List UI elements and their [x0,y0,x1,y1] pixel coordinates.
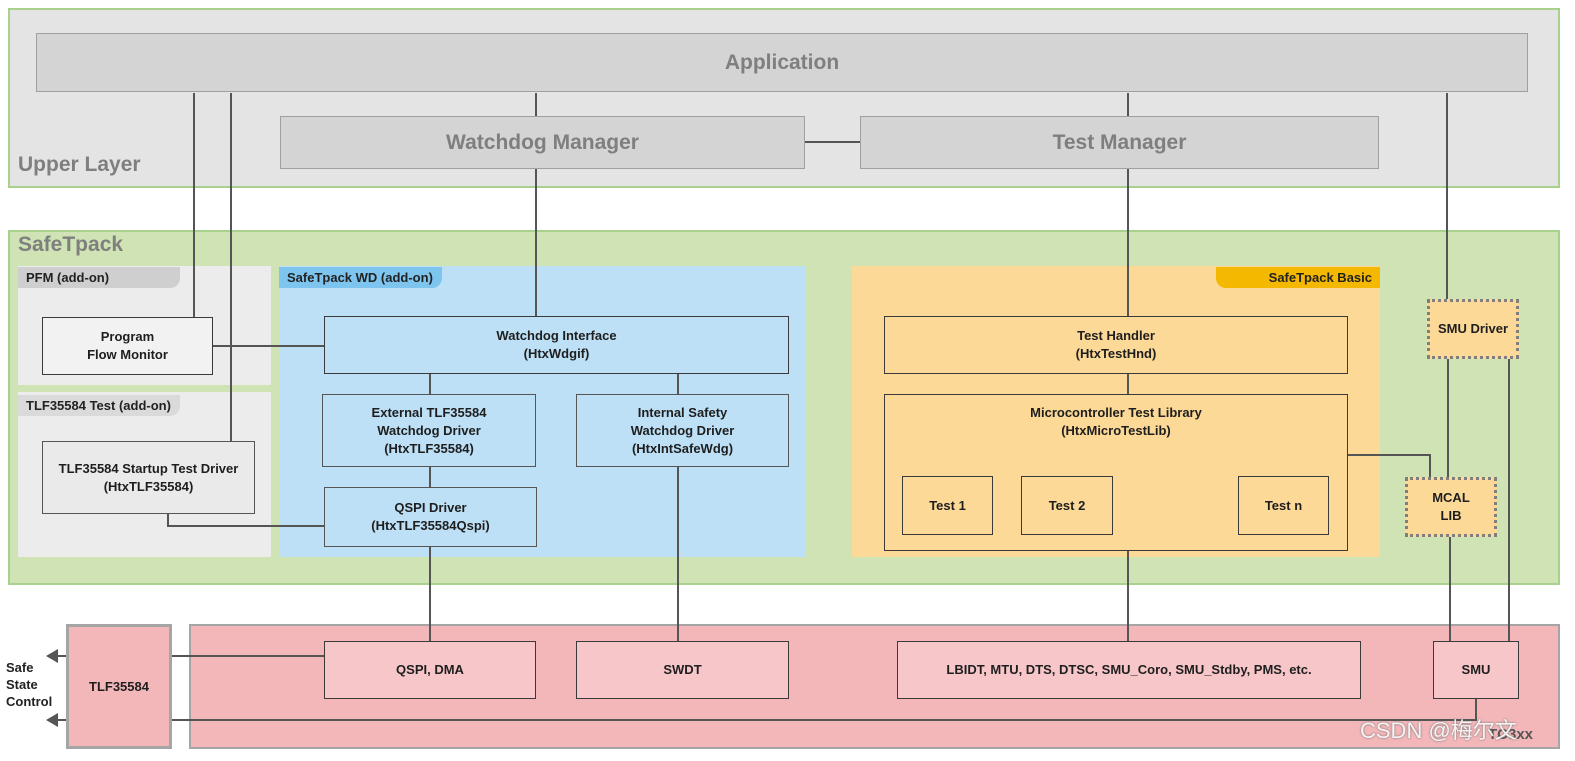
application-box: Application [36,33,1528,92]
test-manager-box: Test Manager [860,116,1379,169]
test-1-box: Test 1 [902,476,993,535]
safe-state-control-label: Safe State Control [6,660,53,709]
mcal-lib-box: MCAL LIB [1405,477,1497,537]
test-2-box: Test 2 [1021,476,1113,535]
csdn-watermark: CSDN @梅尔文 [1360,718,1517,743]
upper-layer-label: Upper Layer [18,153,141,176]
internal-watchdog-driver-box: Internal Safety Watchdog Driver (HtxIntS… [576,394,789,467]
arrow-safe-state-top [46,649,58,663]
qspi-dma-box: QSPI, DMA [324,641,536,699]
pfm-tab: PFM (add-on) [18,267,180,288]
tc3xx-label: TC3xx [1488,726,1534,743]
tlf-test-tab: TLF35584 Test (add-on) [18,395,180,416]
lbidt-peripherals-box: LBIDT, MTU, DTS, DTSC, SMU_Coro, SMU_Std… [897,641,1361,699]
safetpack-basic-tab: SafeTpack Basic [1216,267,1380,288]
test-handler-box: Test Handler (HtxTestHnd) [884,316,1348,374]
tlf35584-box: TLF35584 [66,624,172,749]
swdt-box: SWDT [576,641,789,699]
line-tlftest-qspi [167,514,324,527]
arrow-safe-state-bottom [46,713,58,727]
safetpack-wd-tab: SafeTpack WD (add-on) [279,267,442,288]
smu-box: SMU [1433,641,1519,699]
watchdog-interface-box: Watchdog Interface (HtxWdgif) [324,316,789,374]
test-n-box: Test n [1238,476,1329,535]
tlf-startup-test-driver-box: TLF35584 Startup Test Driver (HtxTLF3558… [42,441,255,514]
smu-driver-box: SMU Driver [1427,299,1519,359]
watchdog-manager-box: Watchdog Manager [280,116,805,169]
line-mtl-mcal [1348,454,1431,477]
safetpack-label: SafeTpack [18,233,124,256]
qspi-driver-box: QSPI Driver (HtxTLF35584Qspi) [324,487,537,547]
line-smu-safe-state [58,699,1477,721]
external-watchdog-driver-box: External TLF35584 Watchdog Driver (HtxTL… [322,394,536,467]
program-flow-monitor-box: Program Flow Monitor [42,317,213,375]
